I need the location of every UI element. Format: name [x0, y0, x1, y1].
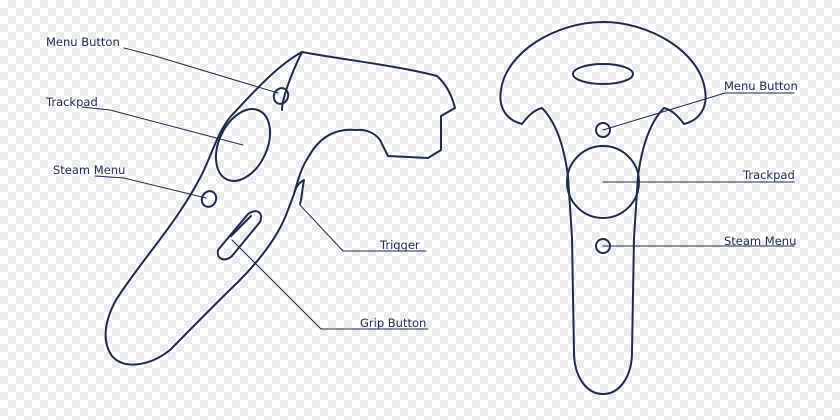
- side-trigger: [293, 179, 305, 205]
- label-side-grip-button: Grip Button: [360, 316, 427, 330]
- front-controller: [499, 21, 707, 395]
- side-controller: [104, 51, 456, 366]
- side-grip-button: [216, 210, 262, 261]
- label-side-trigger: Trigger: [380, 238, 420, 252]
- label-front-trackpad: Trackpad: [743, 168, 795, 182]
- side-grip-inner: [230, 215, 252, 237]
- label-side-trackpad: Trackpad: [46, 95, 98, 109]
- leader-front-menu: [602, 92, 795, 131]
- side-menu-button: [272, 87, 290, 105]
- label-front-menu-button: Menu Button: [724, 79, 798, 93]
- side-controller-outline: [104, 51, 456, 366]
- front-menu-button: [595, 122, 611, 138]
- side-steam-menu-button: [200, 190, 218, 208]
- front-top-oval: [572, 63, 634, 85]
- front-leader-lines: [602, 92, 795, 247]
- leader-side-grip: [231, 239, 429, 330]
- side-controller-top-ridge: [281, 51, 303, 111]
- leader-side-trackpad: [81, 106, 244, 146]
- front-controller-outline: [499, 21, 707, 395]
- leader-side-trigger: [299, 204, 427, 252]
- label-side-steam-menu: Steam Menu: [53, 163, 126, 177]
- side-leader-lines: [81, 47, 429, 330]
- side-trackpad: [214, 108, 272, 182]
- leader-side-menu: [123, 47, 279, 94]
- leader-side-steam: [94, 175, 207, 199]
- label-front-steam-menu: Steam Menu: [724, 234, 797, 248]
- label-side-menu-button: Menu Button: [46, 35, 120, 49]
